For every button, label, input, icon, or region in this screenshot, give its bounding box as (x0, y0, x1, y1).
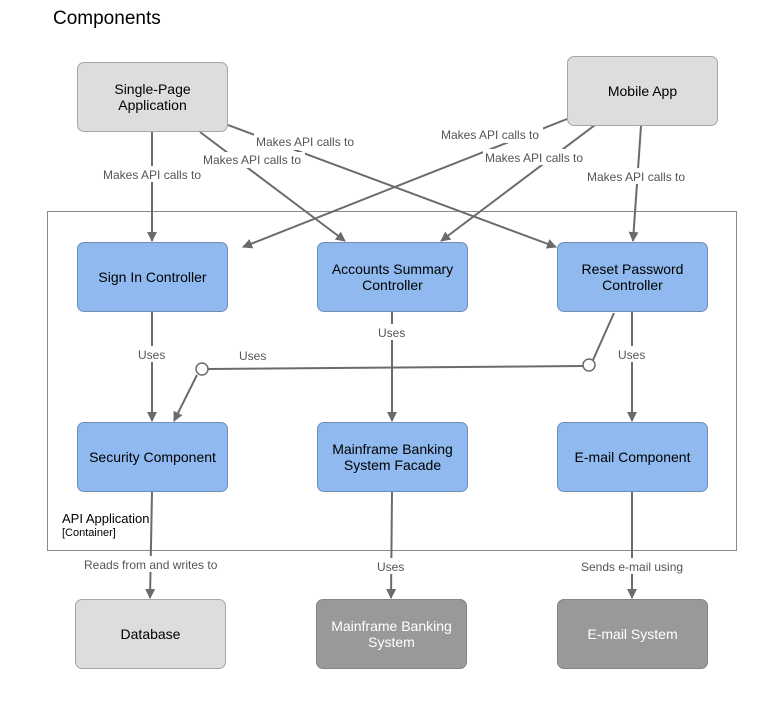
label-spa-accounts: Makes API calls to (203, 153, 301, 167)
container-name: API Application (62, 511, 150, 526)
container-label: API Application [Container] (62, 511, 149, 541)
diagram-title: Components (53, 8, 161, 29)
node-email-system[interactable]: E-mail System (557, 599, 708, 669)
node-database[interactable]: Database (75, 599, 226, 669)
node-sign-in-controller[interactable]: Sign In Controller (77, 242, 228, 312)
label-email-system: Sends e-mail using (581, 560, 683, 574)
label-security-database: Reads from and writes to (84, 558, 218, 572)
label-reset-security: Uses (239, 349, 266, 363)
label-mobile-signin: Makes API calls to (441, 128, 539, 142)
node-mainframe-banking-system[interactable]: Mainframe Banking System (316, 599, 467, 669)
edge-facade-mainframe (386, 491, 397, 599)
node-email-component[interactable]: E-mail Component (557, 422, 708, 492)
edge-mobile-accounts (440, 124, 596, 242)
label-mobile-accounts: Makes API calls to (485, 151, 583, 165)
node-single-page-application[interactable]: Single-Page Application (77, 62, 228, 132)
label-spa-reset: Makes API calls to (256, 135, 354, 149)
label-accounts-facade: Uses (378, 326, 405, 340)
label-mobile-reset: Makes API calls to (587, 170, 685, 184)
line-jump-right (582, 358, 596, 372)
node-mainframe-banking-system-facade[interactable]: Mainframe Banking System Facade (317, 422, 468, 492)
node-security-component[interactable]: Security Component (77, 422, 228, 492)
edge-reset-security-a (592, 312, 615, 361)
edge-reset-security-c (173, 374, 198, 422)
label-facade-mainframe: Uses (377, 560, 404, 574)
edge-reset-security-b (207, 365, 585, 370)
edge-spa-accounts (199, 131, 346, 242)
node-reset-password-controller[interactable]: Reset Password Controller (557, 242, 708, 312)
line-jump-left (195, 362, 209, 376)
edge-security-database (145, 491, 156, 599)
container-type: [Container] (62, 527, 116, 540)
label-spa-signin: Makes API calls to (103, 168, 201, 182)
label-signin-security: Uses (138, 348, 165, 362)
label-reset-email: Uses (618, 348, 645, 362)
node-accounts-summary-controller[interactable]: Accounts Summary Controller (317, 242, 468, 312)
node-mobile-app[interactable]: Mobile App (567, 56, 718, 126)
